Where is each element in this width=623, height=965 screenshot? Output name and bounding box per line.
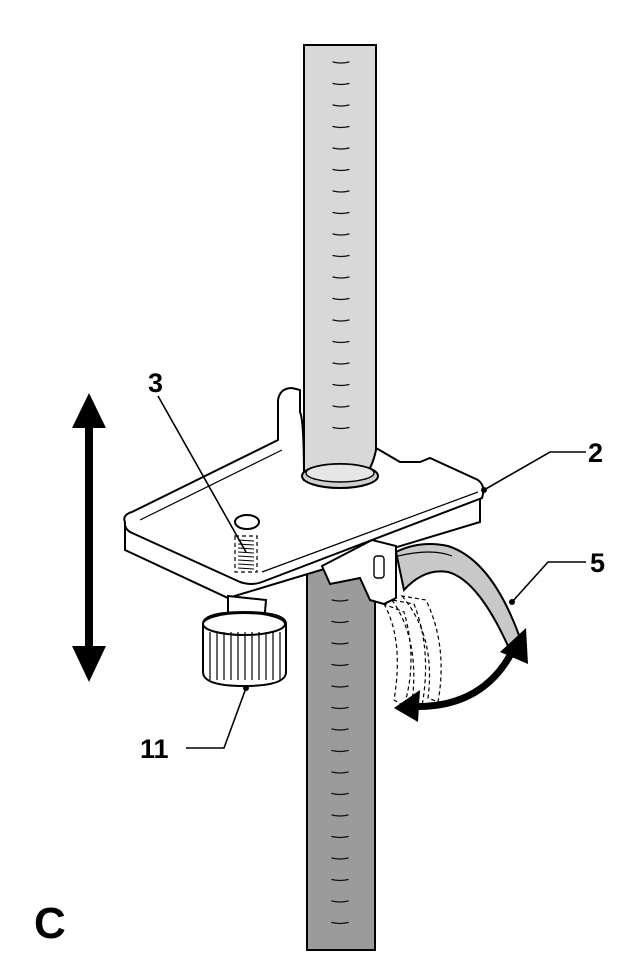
scale-tick — [332, 233, 350, 236]
scale-tick — [331, 921, 349, 925]
rotation-arrow — [394, 628, 528, 722]
stud-threads — [237, 539, 255, 570]
scale-tick — [332, 426, 350, 430]
locking-knob — [202, 610, 287, 688]
scale-tick — [331, 728, 349, 731]
scale-tick — [331, 792, 349, 796]
scale-tick — [331, 642, 349, 645]
scale-tick — [331, 900, 349, 903]
scale-tick — [332, 297, 350, 301]
panel-letter: C — [34, 899, 66, 948]
leader-5 — [511, 561, 586, 603]
scale-tick — [331, 749, 349, 753]
stud-thread-line — [237, 551, 255, 554]
lever — [394, 543, 522, 648]
scale-tick — [332, 340, 350, 344]
scale-tick — [332, 383, 350, 387]
clamp-plate — [123, 386, 485, 600]
callout-11: 11 — [140, 734, 169, 764]
scale-tick — [331, 878, 349, 882]
scale-tick — [332, 362, 350, 365]
lever-swing-positions — [382, 595, 442, 707]
leader-3 — [157, 395, 247, 553]
scale-tick — [332, 319, 350, 322]
stud-thread-line — [237, 559, 255, 562]
callout-3: 3 — [148, 368, 163, 398]
knob-ridges — [209, 632, 281, 680]
stud-thread-line — [237, 555, 255, 558]
scale-tick — [332, 125, 350, 129]
callout-2: 2 — [588, 438, 603, 468]
stud-thread-line — [237, 539, 255, 542]
vertical-adjust-arrow — [72, 393, 106, 682]
upper-rod — [303, 44, 377, 481]
scale-tick — [332, 168, 350, 172]
lower-rod — [306, 559, 376, 951]
leader-2 — [483, 451, 586, 491]
leader-lines — [157, 395, 586, 749]
scale-tick — [331, 771, 349, 774]
scale-tick — [331, 814, 349, 817]
scale-tick — [331, 835, 349, 839]
scale-tick — [332, 82, 350, 86]
scale-tick — [332, 61, 350, 64]
scale-tick — [331, 620, 349, 624]
scale-tick — [332, 211, 350, 215]
stud-thread-line — [237, 547, 255, 550]
scale-tick — [331, 706, 349, 710]
mounting-stud — [234, 514, 260, 573]
callout-5: 5 — [590, 548, 605, 578]
scale-tick — [331, 857, 349, 860]
scale-tick — [332, 405, 350, 408]
scale-tick — [332, 190, 350, 193]
scale-tick — [332, 276, 350, 279]
scale-tick — [331, 599, 349, 602]
scale-tick — [331, 685, 349, 688]
scale-tick — [332, 147, 350, 150]
leader-11 — [186, 687, 247, 749]
stud-thread-line — [237, 567, 255, 570]
scale-tick — [332, 254, 350, 258]
scale-tick — [331, 663, 349, 667]
upper-rod-scale-ticks — [332, 61, 350, 430]
lower-rod-scale-ticks — [331, 599, 349, 925]
scale-tick — [332, 104, 350, 107]
stud-thread-line — [237, 563, 255, 566]
